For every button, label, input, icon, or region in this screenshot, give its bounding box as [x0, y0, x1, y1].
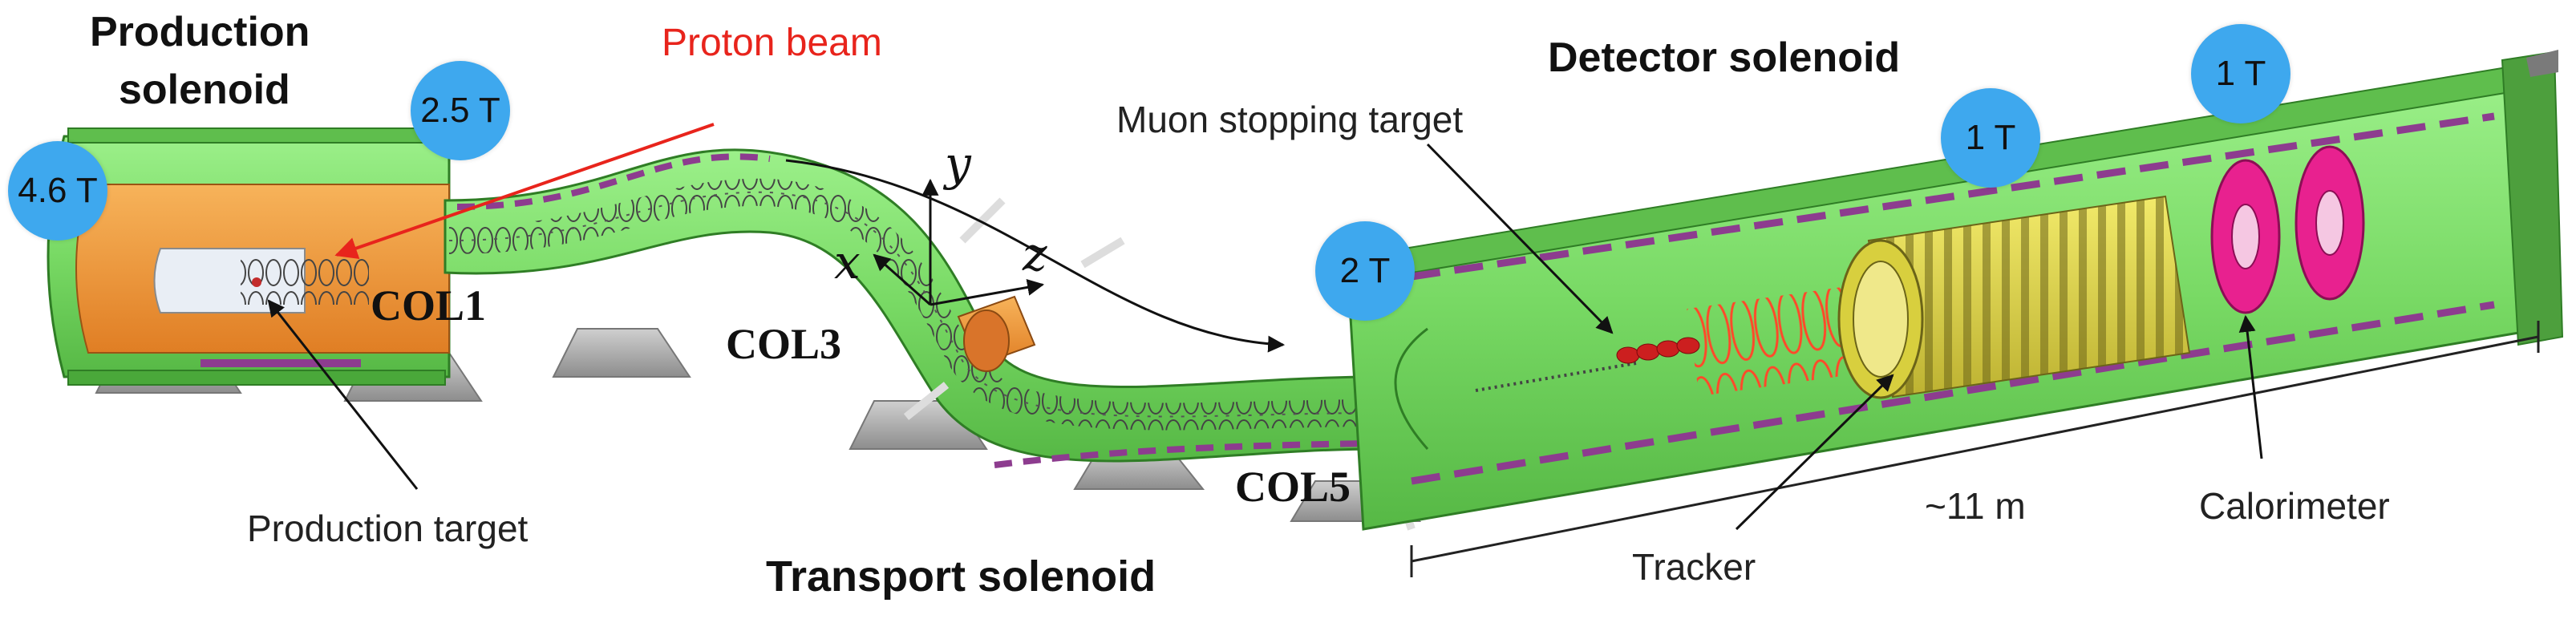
tracker-cylinder: [1837, 195, 2191, 399]
field-bubble-4-6t: 4.6 T: [8, 141, 107, 241]
transport-solenoid-title: Transport solenoid: [766, 552, 1156, 601]
transport-solenoid-body: [444, 148, 1416, 531]
field-bubble-1t-tracker: 1 T: [1941, 88, 2040, 188]
tracker-label: Tracker: [1632, 546, 1756, 588]
field-bubble-2t: 2 T: [1315, 221, 1415, 321]
length-label: ~11 m: [1925, 485, 2026, 527]
col3-label: COL3: [726, 320, 842, 368]
proton-beam-label: Proton beam: [662, 22, 882, 64]
col5-label: COL5: [1235, 463, 1351, 511]
production-solenoid-title-2: solenoid: [119, 67, 290, 113]
production-solenoid-body: [47, 127, 451, 386]
length-dimension: [1410, 321, 2540, 577]
production-solenoid-title: Production: [90, 9, 310, 55]
muon-flow-arrow: [785, 159, 1286, 353]
detector-solenoid-title: Detector solenoid: [1548, 34, 1901, 81]
muon-stopping-target-foils: [1616, 337, 1700, 364]
axis-x-label: x: [834, 235, 861, 289]
field-bubble-2-5t: 2.5 T: [411, 61, 510, 160]
col1-label: COL1: [371, 281, 487, 330]
proton-beam-arrow: [334, 123, 715, 259]
axis-z-label: z: [1023, 227, 1047, 281]
production-target-label: Production target: [247, 508, 529, 549]
coordinate-axes: [873, 178, 1045, 306]
axis-y-label: y: [945, 136, 971, 191]
field-bubble-1t-calorimeter: 1 T: [2191, 24, 2290, 123]
calorimeter-label: Calorimeter: [2199, 485, 2390, 527]
calorimeter-disks: [2210, 145, 2365, 314]
leader-lines: [267, 143, 2263, 531]
muon-stopping-target-label: Muon stopping target: [1116, 99, 1464, 140]
